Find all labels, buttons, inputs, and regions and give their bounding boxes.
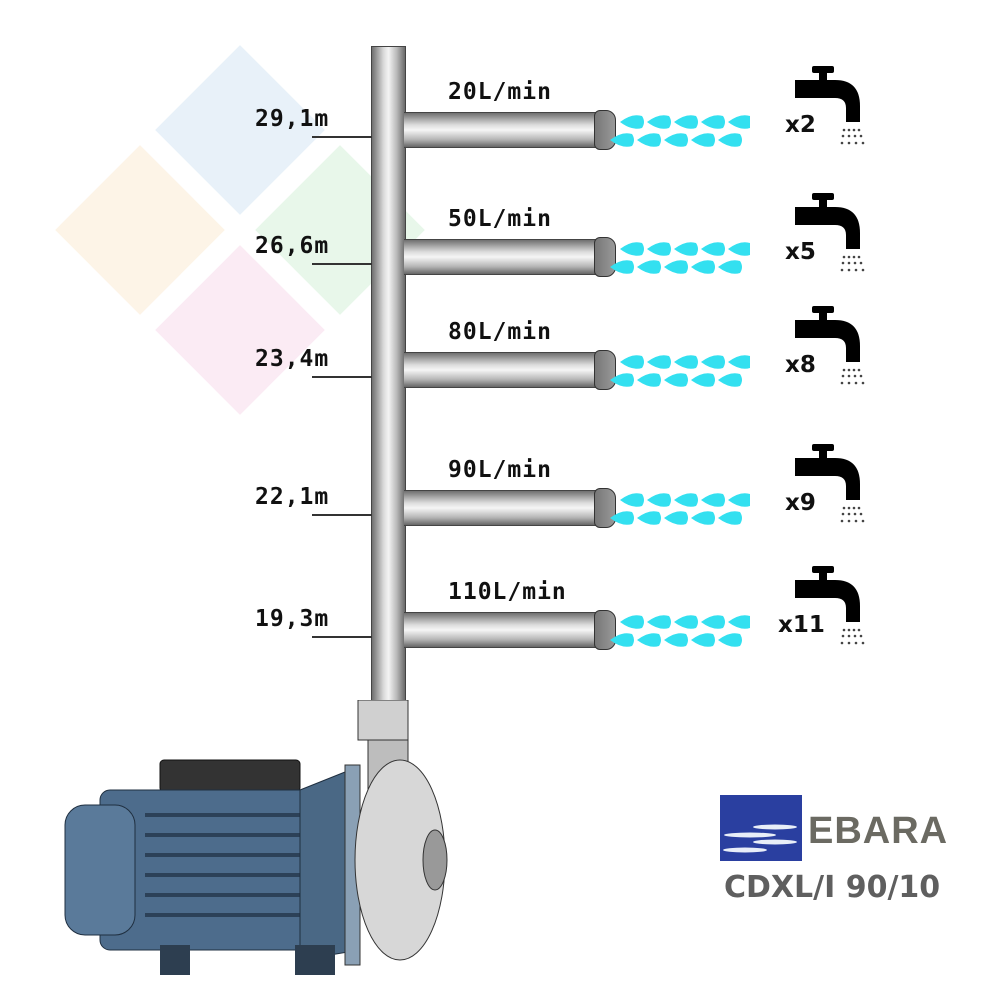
- water-spray-icon: [610, 615, 750, 647]
- flow-rate-label: 110L/min: [448, 579, 567, 605]
- water-spray-icon: [610, 115, 750, 147]
- faucet-icon: [790, 304, 870, 394]
- height-marker-line: [312, 263, 372, 265]
- faucet-icon: [790, 64, 870, 154]
- flow-rate-label: 90L/min: [448, 457, 552, 483]
- branch-pipe: [404, 239, 600, 275]
- tap-count: x8: [785, 352, 816, 378]
- branch-pipe: [404, 490, 600, 526]
- brand-name: EBARA: [808, 810, 949, 852]
- faucet-icon: [790, 191, 870, 281]
- height-label: 19,3m: [255, 606, 330, 632]
- tap-count: x9: [785, 490, 816, 516]
- flow-rate-label: 20L/min: [448, 79, 552, 105]
- model-name: CDXL/I 90/10: [724, 870, 941, 905]
- flow-rate-label: 50L/min: [448, 206, 552, 232]
- height-label: 29,1m: [255, 106, 330, 132]
- tap-count: x11: [778, 612, 825, 638]
- height-label: 22,1m: [255, 484, 330, 510]
- branch-pipe: [404, 612, 600, 648]
- water-spray-icon: [610, 355, 750, 387]
- water-spray-icon: [610, 493, 750, 525]
- faucet-icon: [790, 442, 870, 532]
- height-marker-line: [312, 136, 372, 138]
- height-label: 26,6m: [255, 233, 330, 259]
- height-marker-line: [312, 636, 372, 638]
- faucet-icon: [790, 564, 870, 654]
- ebara-logo-mark: [720, 795, 802, 861]
- height-marker-line: [312, 514, 372, 516]
- tap-count: x5: [785, 239, 816, 265]
- branch-pipe: [404, 352, 600, 388]
- tap-count: x2: [785, 112, 816, 138]
- flow-rate-label: 80L/min: [448, 319, 552, 345]
- pump-illustration: [64, 700, 448, 975]
- height-marker-line: [312, 376, 372, 378]
- vertical-pipe: [371, 46, 406, 718]
- water-spray-icon: [610, 242, 750, 274]
- height-label: 23,4m: [255, 346, 330, 372]
- branch-pipe: [404, 112, 600, 148]
